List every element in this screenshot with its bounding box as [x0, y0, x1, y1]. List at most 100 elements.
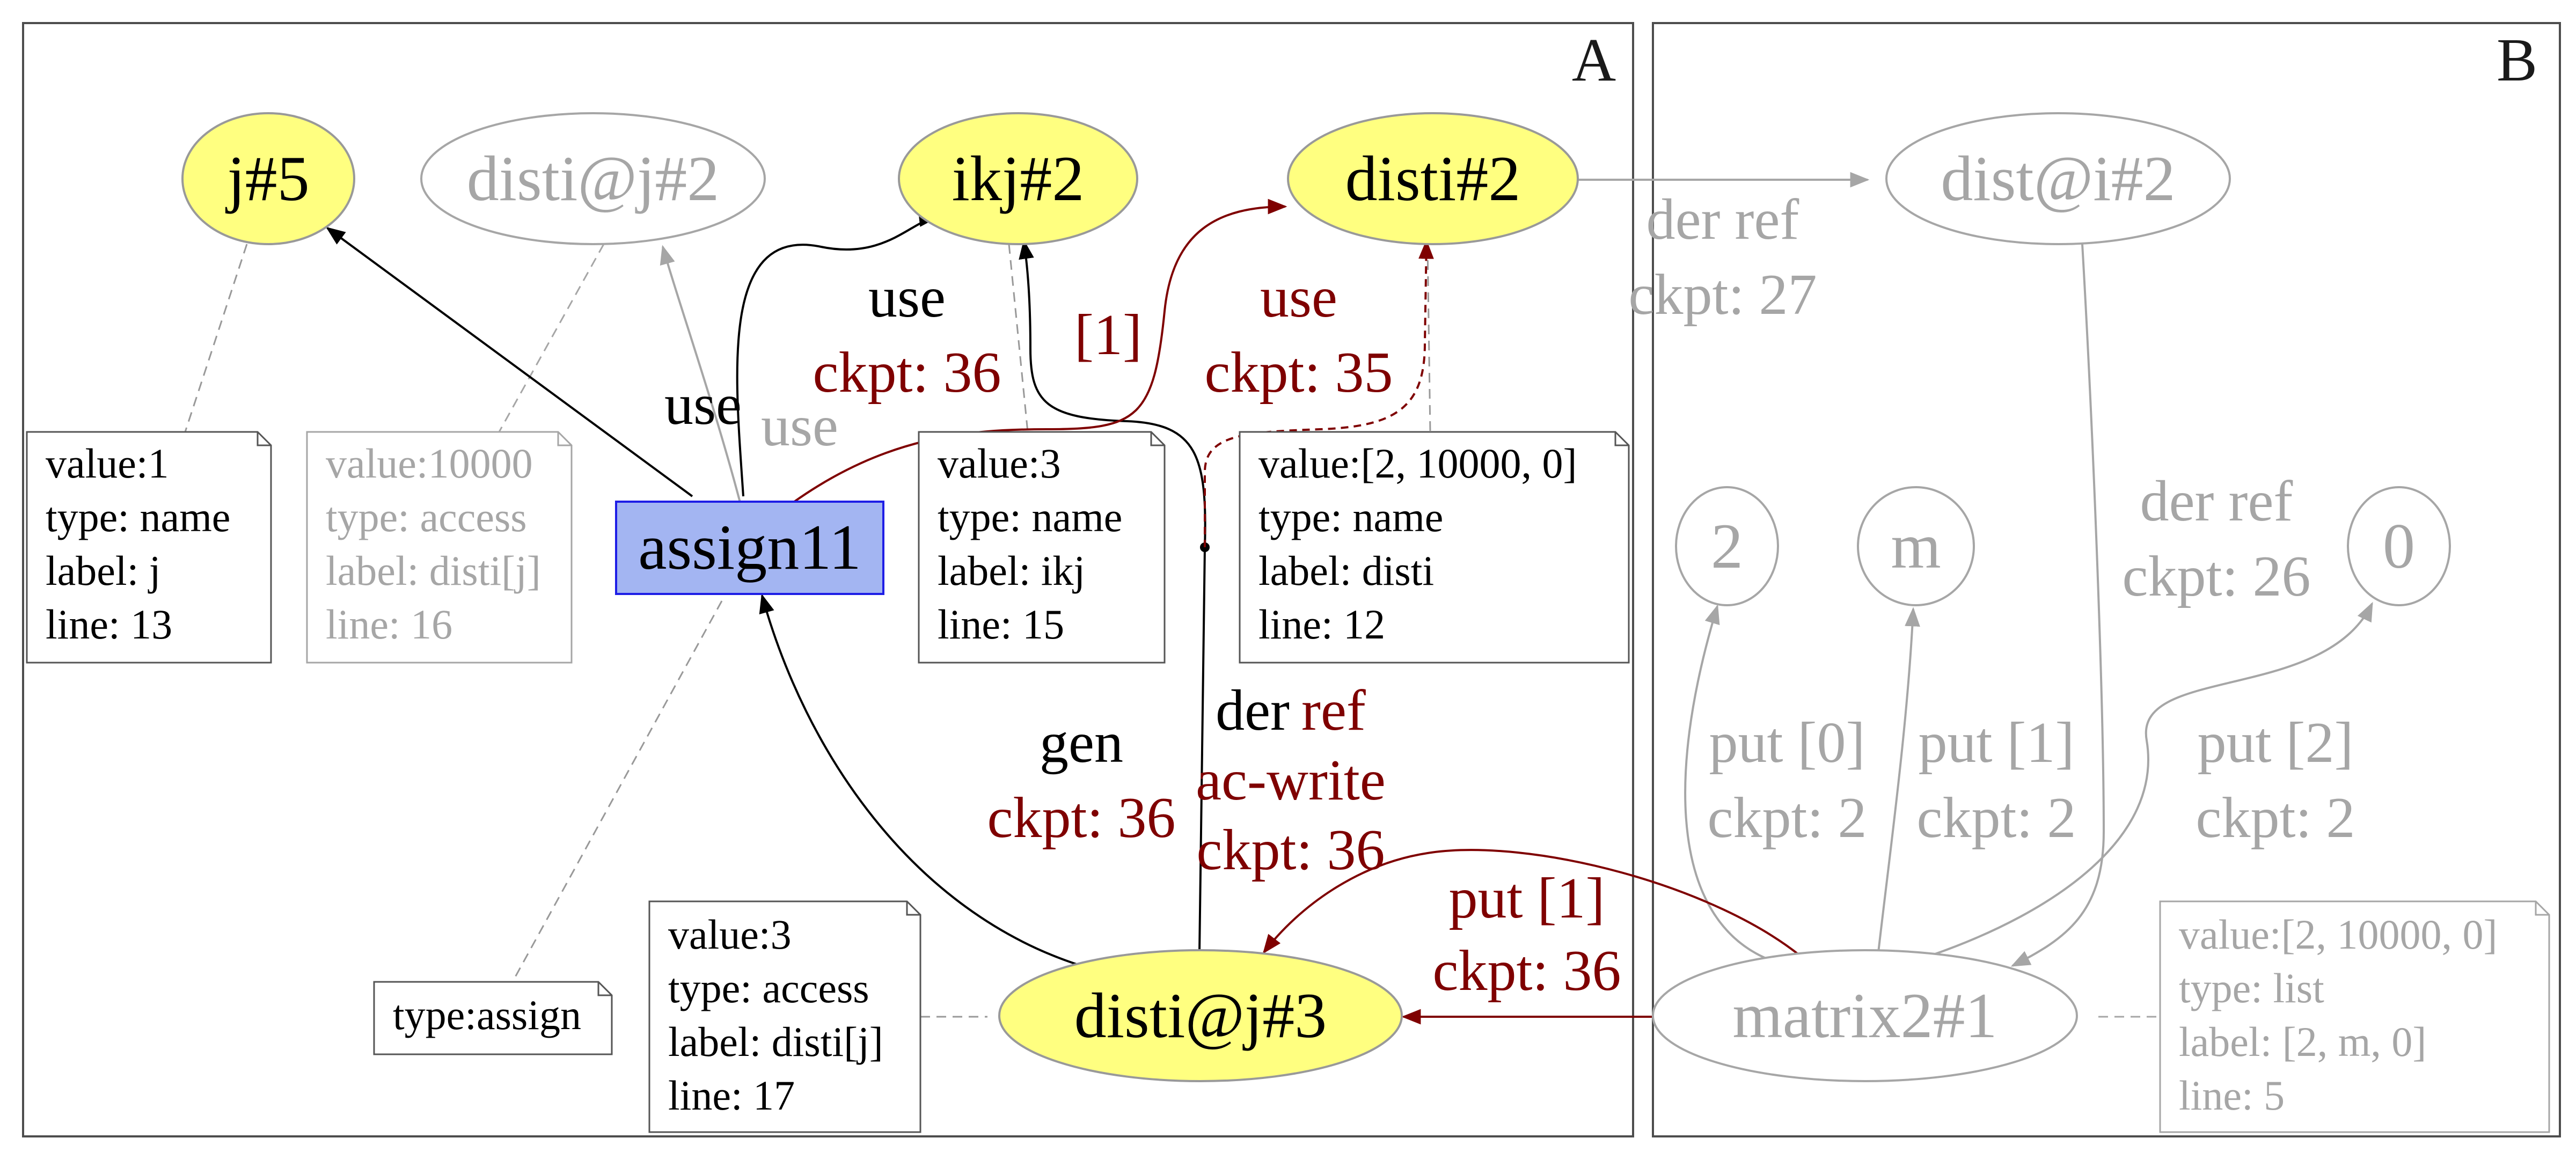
note-disti-j3-line: line: 17 [668, 1072, 795, 1119]
edge-label-use-j5: use [664, 373, 742, 437]
note-connector-ikj2 [1008, 244, 1029, 432]
note-disti-j2: value:10000 type: access label: disti[j]… [306, 431, 573, 664]
note-j5-label: label: j [46, 547, 160, 594]
edge-label-der-ref-26: der ref [2140, 469, 2293, 533]
note-ikj2: value:3 type: name label: ikj line: 15 [918, 431, 1166, 664]
note-connector-j5 [184, 244, 248, 432]
edge-label-put-1-gray-ckpt: ckpt: 2 [1917, 786, 2076, 850]
node-matrix2-label: matrix2#1 [1732, 980, 1997, 1051]
note-disti-j2-type: type: access [326, 494, 527, 540]
note-j5-type: type: name [46, 494, 230, 540]
edge-label-der-ref-27: der ref [1646, 188, 1799, 252]
note-matrix2-line: line: 5 [2179, 1072, 2285, 1119]
note-disti2-type: type: name [1258, 494, 1443, 540]
edge-matrix2-to-disti-j3-put [1262, 849, 1807, 961]
note-disti-j3-value: value:3 [668, 911, 792, 958]
edge-label-gen: gen [1040, 711, 1123, 775]
panel-b [1652, 22, 2561, 1137]
note-connector-disti2 [1426, 244, 1431, 432]
note-ikj2-type: type: name [938, 494, 1122, 540]
panel-b-label: B [2497, 26, 2537, 94]
edge-label-put-1-ckpt: ckpt: 36 [1433, 939, 1621, 1003]
node-two[interactable]: 2 [1675, 486, 1779, 606]
note-disti-j2-label: label: disti[j] [326, 547, 541, 594]
note-disti-j2-value: value:10000 [326, 440, 533, 487]
note-connector-assign11 [511, 600, 723, 982]
node-disti2-label: disti#2 [1345, 143, 1521, 214]
edge-label-der: der [1216, 679, 1290, 743]
edge-matrix2-to-m [1877, 607, 1920, 953]
edge-label-ref: ref [1301, 679, 1366, 743]
node-m-label: m [1891, 510, 1941, 582]
note-disti2-value: value:[2, 10000, 0] [1258, 440, 1577, 487]
edge-matrix2-to-zero [1931, 601, 2373, 956]
edge-label-use-disti2: use [1260, 266, 1337, 329]
edge-label-index-1: [1] [1074, 303, 1142, 367]
node-matrix2[interactable]: matrix2#1 [1652, 949, 2078, 1082]
node-dist-i2[interactable]: dist@i#2 [1885, 112, 2231, 245]
node-ikj2-label: ikj#2 [952, 143, 1085, 214]
edge-label-put-1-gray: put [1] [1919, 711, 2075, 775]
edge-disti-j3-to-assign11 [759, 593, 1082, 967]
edge-disti-j3-to-disti2 [1204, 239, 1434, 547]
edge-assign11-to-j5 [326, 226, 693, 497]
edge-assign11-to-ikj2 [736, 211, 939, 497]
edge-label-ac-write-ckpt: ckpt: 36 [1197, 818, 1385, 882]
edge-label-put-2: put [2] [2198, 711, 2354, 775]
note-ikj2-value: value:3 [938, 440, 1061, 487]
edge-label-gen-ckpt: ckpt: 36 [987, 786, 1176, 850]
edge-label-ckpt-27: ckpt: 27 [1629, 263, 1817, 327]
node-disti-j2-label: disti@j#2 [467, 143, 720, 214]
edge-label-ckpt-ikj2: ckpt: 36 [813, 341, 1001, 405]
note-disti-j3-type: type: access [668, 965, 869, 1011]
node-zero-label: 0 [2383, 510, 2415, 582]
note-disti-j3: value:3 type: access label: disti[j] lin… [648, 900, 921, 1133]
edge-label-use-disti-j2: use [761, 394, 838, 458]
panel-a-label: A [1572, 26, 1616, 94]
node-dist-i2-label: dist@i#2 [1941, 143, 2175, 214]
node-zero[interactable]: 0 [2347, 486, 2451, 606]
node-assign11[interactable]: assign11 [615, 501, 884, 595]
note-j5: value:1 type: name label: j line: 13 [26, 431, 272, 664]
note-disti2-label: label: disti [1258, 547, 1434, 594]
node-assign11-label: assign11 [638, 511, 861, 583]
edge-label-ckpt-26: ckpt: 26 [2123, 545, 2311, 608]
edge-label-ckpt-35: ckpt: 35 [1205, 341, 1393, 405]
note-matrix2: value:[2, 10000, 0] type: list label: [2… [2159, 900, 2550, 1133]
edge-disti-j3-to-ikj2 [1019, 239, 1206, 953]
note-disti-j3-label: label: disti[j] [668, 1018, 883, 1065]
edge-dist-i2-to-matrix2 [2010, 244, 2105, 967]
edge-assign11-to-disti2 [793, 199, 1287, 503]
edge-label-use-ikj2: use [868, 266, 946, 329]
note-j5-value: value:1 [46, 440, 169, 487]
node-disti-j3-label: disti@j#3 [1074, 980, 1327, 1051]
node-m[interactable]: m [1857, 486, 1975, 606]
node-j5[interactable]: j#5 [181, 112, 355, 245]
note-disti-j2-line: line: 16 [326, 601, 452, 648]
node-two-label: 2 [1711, 510, 1743, 582]
note-disti2: value:[2, 10000, 0] type: name label: di… [1239, 431, 1630, 664]
note-j5-line: line: 13 [46, 601, 172, 648]
node-disti2[interactable]: disti#2 [1287, 112, 1579, 245]
node-disti-j2[interactable]: disti@j#2 [420, 112, 766, 245]
note-assign11: type:assign [373, 981, 613, 1055]
note-ikj2-label: label: ikj [938, 547, 1085, 594]
node-disti-j3[interactable]: disti@j#3 [998, 949, 1403, 1082]
edge-label-put-1-red: put [1] [1449, 867, 1605, 930]
note-disti2-line: line: 12 [1258, 601, 1385, 648]
edge-matrix2-to-two [1684, 604, 1772, 961]
note-connector-disti-j2 [498, 244, 605, 432]
note-assign11-type: type:assign [393, 992, 581, 1038]
note-ikj2-line: line: 15 [938, 601, 1064, 648]
panel-a [22, 22, 1634, 1137]
edge-assign11-to-disti-j2 [660, 245, 742, 505]
node-ikj2[interactable]: ikj#2 [898, 112, 1138, 245]
note-matrix2-label: label: [2, m, 0] [2179, 1018, 2426, 1065]
note-matrix2-type: type: list [2179, 965, 2324, 1011]
edge-label-put-0: put [0] [1709, 711, 1865, 775]
edge-label-put-0-ckpt: ckpt: 2 [1708, 786, 1867, 850]
note-matrix2-value: value:[2, 10000, 0] [2179, 911, 2498, 958]
node-j5-label: j#5 [225, 143, 309, 214]
